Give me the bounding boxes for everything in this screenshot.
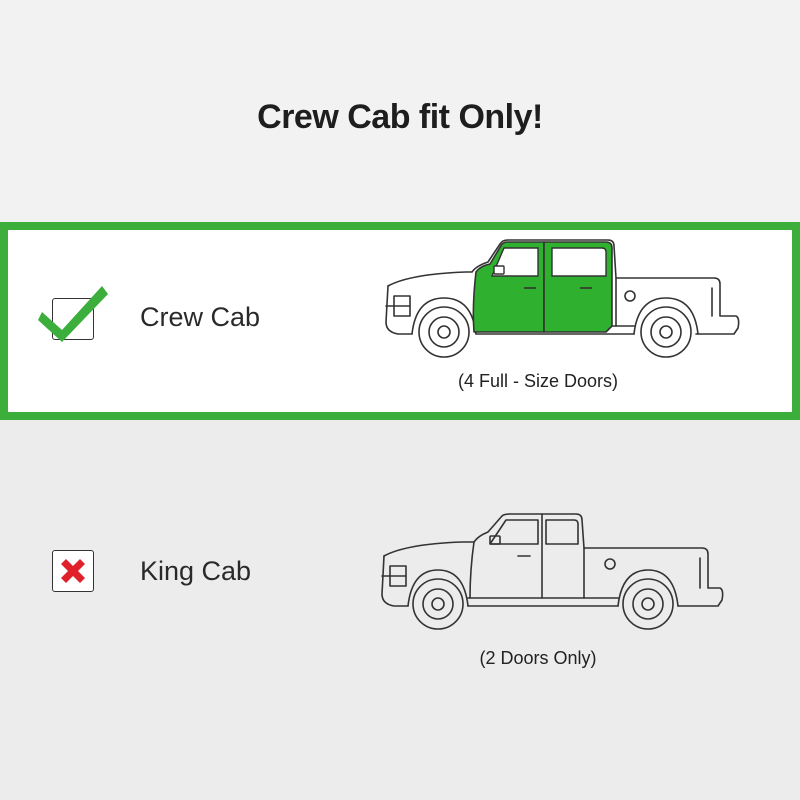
king-cab-caption: (2 Doors Only): [479, 648, 597, 668]
page-title: Crew Cab fit Only!: [257, 98, 543, 136]
crew-cab-truck-illustration: [385, 239, 740, 358]
crew-cab-caption: (4 Full - Size Doors): [457, 371, 619, 391]
checkmark-icon: [38, 286, 108, 342]
king-cab-truck-illustration: [381, 513, 724, 630]
x-mark-icon: [61, 559, 85, 583]
crew-cab-panel: [0, 222, 800, 420]
king-cab-label: King Cab: [140, 556, 252, 586]
crew-cab-label: Crew Cab: [140, 302, 261, 332]
king-cab-panel: [0, 420, 800, 800]
